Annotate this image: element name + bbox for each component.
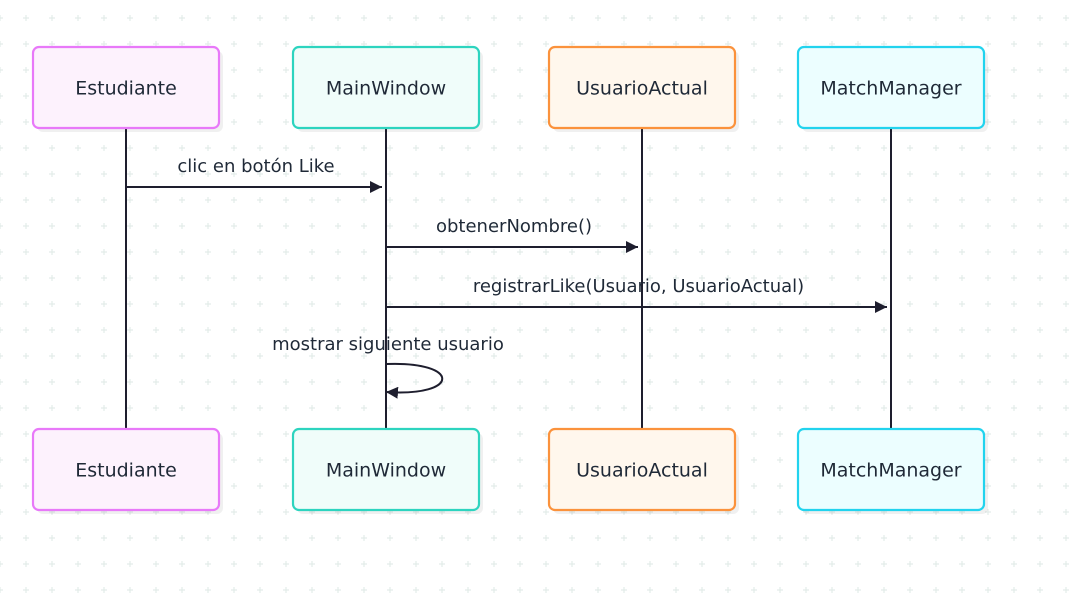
message-label: clic en botón Like [177,156,334,177]
actor-box [31,427,221,512]
lifelines [125,128,892,429]
actor-label: Estudiante [75,78,177,100]
message-label: mostrar siguiente usuario [272,334,504,355]
actor-box [31,45,221,130]
actor-label: MainWindow [326,78,446,100]
actor-matchmanager-top: MatchManager [796,45,988,132]
actor-label: UsuarioActual [576,78,708,100]
actor-box [796,427,986,512]
actor-label: UsuarioActual [576,460,708,482]
actor-label: MatchManager [820,78,961,100]
actor-label: Estudiante [75,460,177,482]
actor-mainwindow-top: MainWindow [291,45,483,132]
actor-estudiante-top: Estudiante [31,45,223,132]
message-4: mostrar siguiente usuario [272,334,504,399]
actor-usuarioactual-bottom: UsuarioActual [547,427,739,514]
actors: EstudianteEstudianteMainWindowMainWindow… [31,45,988,514]
actor-estudiante-bottom: Estudiante [31,427,223,514]
actor-box [291,427,481,512]
actor-box [291,45,481,130]
self-message-arrow [385,362,444,399]
actor-mainwindow-bottom: MainWindow [291,427,483,514]
actor-label: MatchManager [820,460,961,482]
actor-matchmanager-bottom: MatchManager [796,427,988,514]
message-label: obtenerNombre() [436,216,592,237]
actor-box [547,45,737,130]
message-3: registrarLike(Usuario, UsuarioActual) [386,276,887,313]
message-2: obtenerNombre() [386,216,638,253]
actor-box [547,427,737,512]
messages: clic en botón Like obtenerNombre() registr… [126,156,887,399]
actor-label: MainWindow [326,460,446,482]
message-label: registrarLike(Usuario, UsuarioActual) [473,276,804,297]
actor-usuarioactual-top: UsuarioActual [547,45,739,132]
message-1: clic en botón Like [126,156,382,193]
actor-box [796,45,986,130]
